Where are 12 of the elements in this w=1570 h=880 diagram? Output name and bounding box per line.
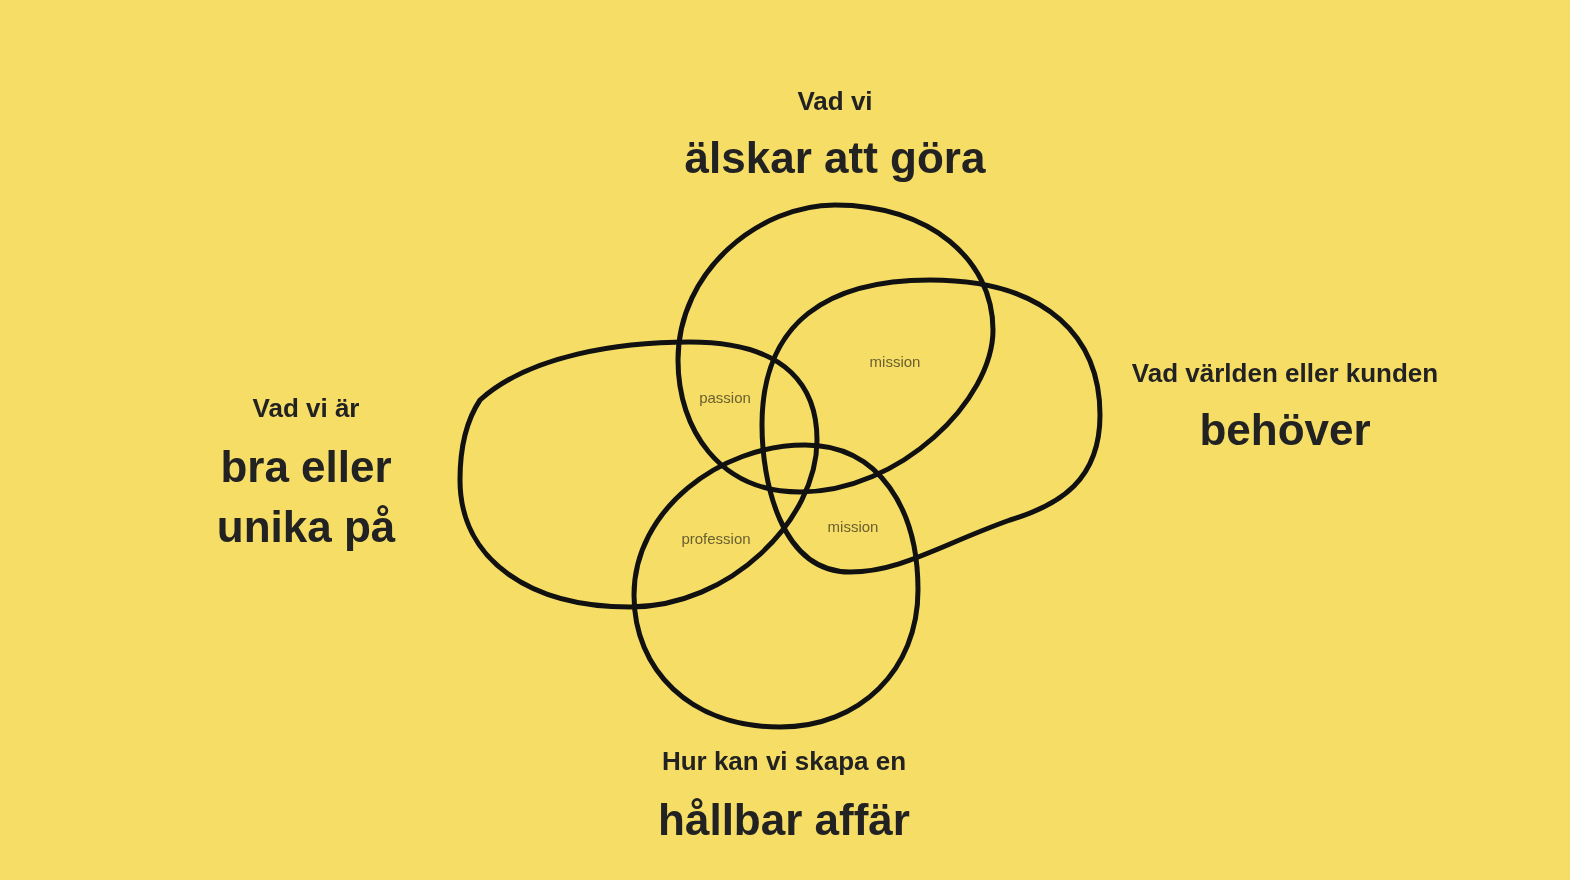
circle-title: bra eller unika på bbox=[215, 441, 397, 553]
circle-title: hållbar affär bbox=[657, 794, 911, 846]
circle-caption: Vad världen eller kunden bbox=[1131, 358, 1439, 389]
circle-title: älskar att göra bbox=[683, 132, 987, 184]
region-label: mission bbox=[827, 517, 879, 535]
circle-caption: Hur kan vi skapa en bbox=[661, 746, 907, 777]
region-label: passion bbox=[699, 388, 751, 406]
circle-caption: Vad vi är bbox=[252, 393, 360, 424]
circle-title: behöver bbox=[1198, 404, 1372, 456]
region-label: mission bbox=[869, 352, 921, 370]
region-label: profession bbox=[681, 529, 751, 547]
circle-caption: Vad vi bbox=[797, 86, 873, 117]
